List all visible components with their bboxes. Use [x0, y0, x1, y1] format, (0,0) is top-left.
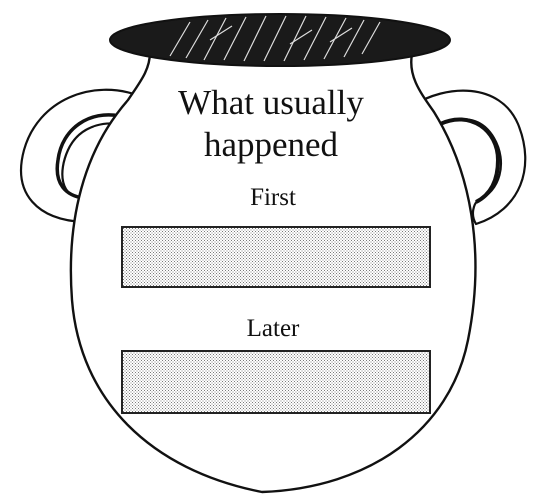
title-line-1: What usually	[2, 82, 538, 124]
answer-box-later[interactable]	[121, 350, 431, 414]
answer-box-first[interactable]	[121, 226, 431, 288]
title-line-2: happened	[2, 124, 538, 166]
label-later: Later	[4, 314, 538, 344]
label-first: First	[4, 183, 538, 213]
pot-rim	[110, 14, 450, 66]
